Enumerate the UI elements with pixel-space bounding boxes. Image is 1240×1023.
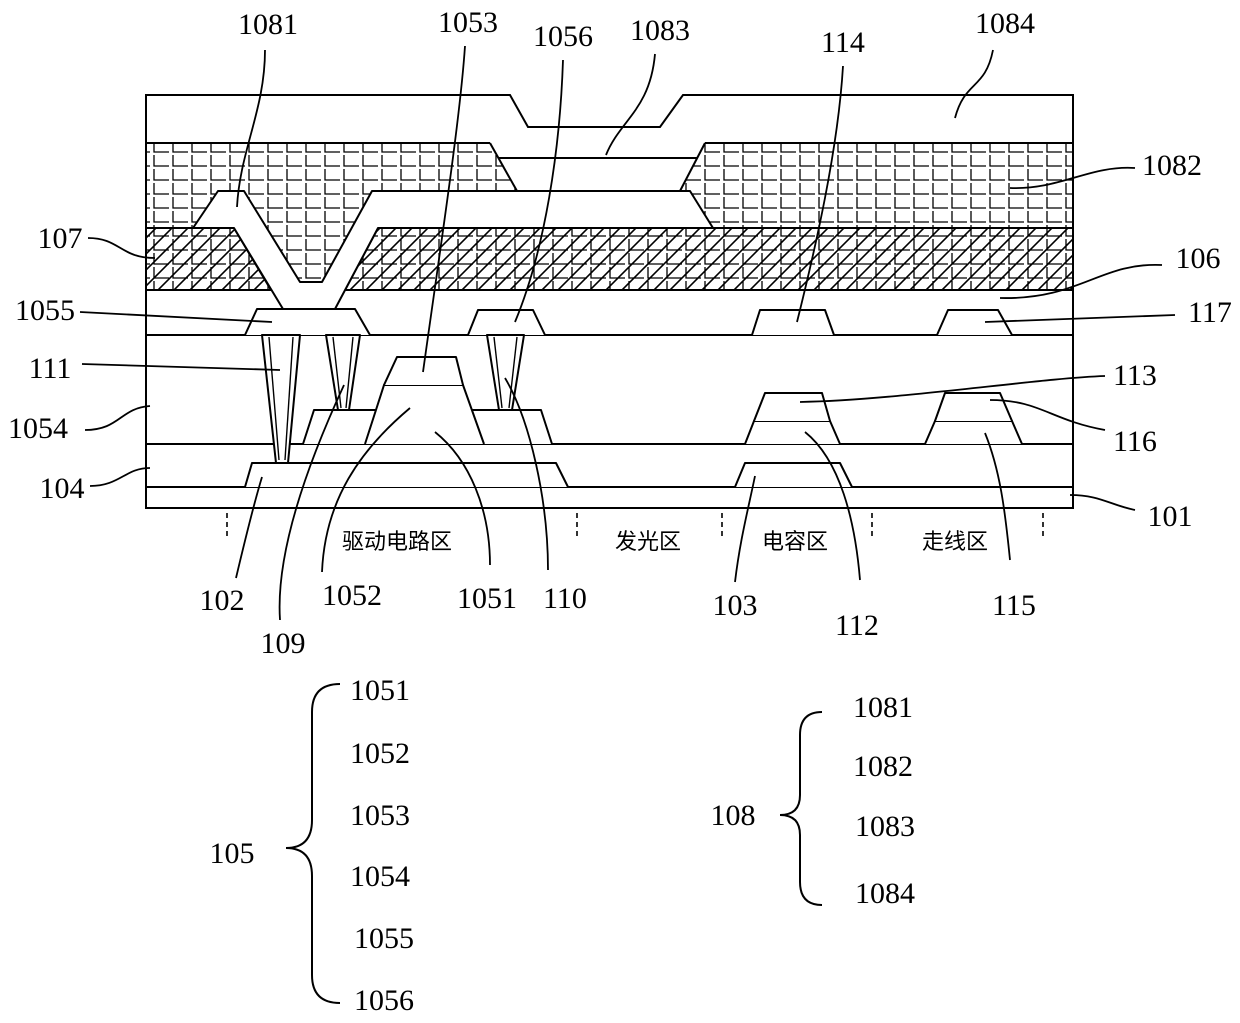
- leader-107: [88, 238, 155, 258]
- leader-104: [90, 468, 150, 486]
- region-label-capacitor: 电容区: [762, 530, 828, 555]
- region-label-emission: 发光区: [615, 530, 681, 555]
- layer-1083-opening: [490, 143, 705, 191]
- callout-109: 109: [261, 627, 306, 660]
- callout-1054: 1054: [8, 412, 68, 445]
- layer-107-hatched-right: [345, 228, 1073, 290]
- callout-110: 110: [543, 582, 587, 615]
- leader-101: [1070, 495, 1135, 510]
- callout-101: 101: [1148, 500, 1193, 533]
- callout-113: 113: [1113, 359, 1157, 392]
- callout-102: 102: [200, 584, 245, 617]
- callout-106: 106: [1176, 242, 1221, 275]
- callout-117: 117: [1188, 296, 1232, 329]
- callout-1051: 1051: [457, 582, 517, 615]
- pad-1056: [468, 310, 545, 335]
- callout-1056: 1056: [533, 20, 593, 53]
- callout-1081: 1081: [238, 8, 298, 41]
- callout-1083: 1083: [630, 14, 690, 47]
- group-105-item: 1055: [354, 922, 414, 955]
- wiring-116: [935, 393, 1012, 421]
- group-108-item: 1081: [853, 691, 913, 724]
- region-label-wiring: 走线区: [922, 530, 988, 555]
- callout-1052: 1052: [322, 579, 382, 612]
- callout-114: 114: [821, 26, 865, 59]
- callout-104: 104: [40, 472, 85, 505]
- gate-insulator-1052: [365, 385, 484, 444]
- group-108-label: 108: [711, 799, 756, 832]
- group-105-item: 1052: [350, 737, 410, 770]
- callout-115: 115: [992, 589, 1036, 622]
- group-108-item: 1083: [855, 810, 915, 843]
- callout-1082: 1082: [1142, 149, 1202, 182]
- group-108-item: 1082: [853, 750, 913, 783]
- brace-108: [780, 712, 822, 905]
- pad-114: [752, 310, 834, 335]
- group-105-item: 1051: [350, 674, 410, 707]
- callout-1084: 1084: [975, 7, 1035, 40]
- group-105-label: 105: [210, 837, 255, 870]
- group-105-item: 1056: [354, 984, 414, 1017]
- group-108-item: 1084: [855, 877, 915, 910]
- callout-112: 112: [835, 609, 879, 642]
- callout-1053: 1053: [438, 6, 498, 39]
- capacitor-112: [745, 421, 840, 444]
- group-105-item: 1053: [350, 799, 410, 832]
- electrode-102: [245, 463, 568, 487]
- callout-116: 116: [1113, 425, 1157, 458]
- group-105-item: 1054: [350, 860, 410, 893]
- callout-1055: 1055: [15, 294, 75, 327]
- callout-103: 103: [713, 589, 758, 622]
- wiring-115: [925, 421, 1022, 444]
- pad-117: [937, 310, 1012, 335]
- callout-111: 111: [29, 352, 72, 385]
- region-label-driving-circuit: 驱动电路区: [342, 530, 452, 555]
- callout-107: 107: [38, 222, 83, 255]
- capacitor-113: [754, 393, 830, 421]
- brace-105: [286, 684, 340, 1003]
- leader-1054: [85, 406, 150, 430]
